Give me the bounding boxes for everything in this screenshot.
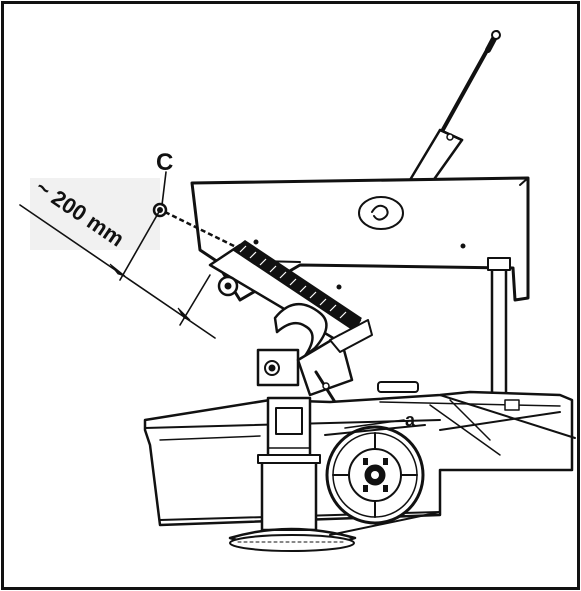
drum-column <box>228 454 357 552</box>
adjust-line <box>164 210 239 250</box>
label-shade <box>30 178 160 250</box>
headstock <box>256 319 373 412</box>
label-a: a <box>405 410 416 430</box>
drive-wheel <box>324 424 426 525</box>
support-frame <box>408 128 464 187</box>
skid <box>329 511 441 536</box>
label-c: C <box>156 149 173 176</box>
gearbox <box>266 396 312 462</box>
dimension-lines <box>19 204 216 339</box>
tension-spring <box>232 240 362 330</box>
